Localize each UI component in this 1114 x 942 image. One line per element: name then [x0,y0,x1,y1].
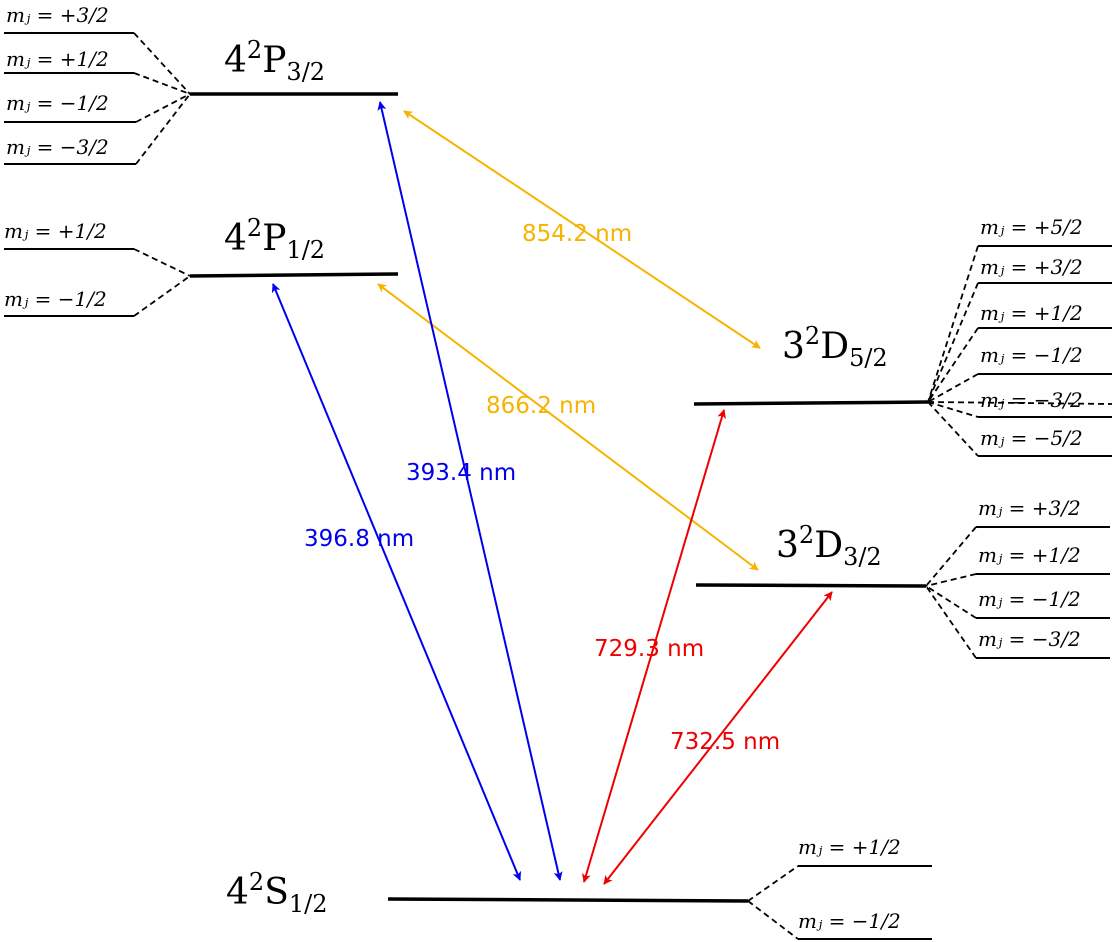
s12-sublevels: mⱼ = +1/2 mⱼ = −1/2 [747,835,932,940]
mj-label: mⱼ = +3/2 [978,496,1081,520]
level-4S12-label: 42S1/2 [226,868,327,918]
level-4S12-line [387,897,749,903]
level-3D52-line [693,400,929,406]
mj-label: mⱼ = −3/2 [978,627,1081,651]
level-4P32-label: 42P3/2 [224,36,325,86]
mj-label: mⱼ = −1/2 [798,909,901,933]
transition-7293-label: 729.3 nm [594,636,704,662]
mj-label: mⱼ = −1/2 [978,587,1081,611]
mj-label: mⱼ = +1/2 [4,219,107,243]
mj-label: mⱼ = −1/2 [980,343,1083,367]
d52-sublevels: mⱼ = +5/2 mⱼ = +3/2 mⱼ = +1/2 mⱼ = −1/2 … [927,215,1113,457]
p32-sublevels: mⱼ = +3/2 mⱼ = +1/2 mⱼ = −1/2 mⱼ = −3/2 [4,3,191,165]
transition-866-label: 866.2 nm [486,393,596,419]
mj-label: mⱼ = +1/2 [6,47,109,71]
level-4P12-line [189,272,399,278]
transition-866-arrow [377,283,759,571]
transition-854-label: 854.2 nm [522,221,632,247]
transition-3968-arrow [271,283,522,881]
level-4P12-label: 42P1/2 [224,214,325,264]
mj-label: mⱼ = +1/2 [978,543,1081,567]
level-3D52-label: 32D5/2 [782,322,888,372]
mj-label: mⱼ = +1/2 [980,301,1083,325]
transition-3934-label: 393.4 nm [406,460,516,486]
mj-label: mⱼ = +5/2 [980,215,1083,239]
transition-3934-arrow [377,101,563,881]
mj-label: mⱼ = −1/2 [6,91,109,115]
mj-label: mⱼ = +3/2 [6,3,109,27]
mj-label: mⱼ = −5/2 [980,426,1083,450]
mj-label: mⱼ = −3/2 [6,135,109,159]
mj-label: mⱼ = +1/2 [798,835,901,859]
p12-sublevels: mⱼ = +1/2 mⱼ = −1/2 [4,219,191,317]
transition-7325-label: 732.5 nm [670,729,780,755]
transition-3968-label: 396.8 nm [304,526,414,552]
level-3D32-line [695,583,927,588]
mj-label: mⱼ = +3/2 [980,255,1083,279]
transition-7325-arrow [603,591,833,885]
level-3D32-label: 32D3/2 [776,521,882,571]
mj-label: mⱼ = −3/2 [980,388,1083,412]
d32-sublevels: mⱼ = +3/2 mⱼ = +1/2 mⱼ = −1/2 mⱼ = −3/2 [925,496,1110,659]
mj-label: mⱼ = −1/2 [4,287,107,311]
